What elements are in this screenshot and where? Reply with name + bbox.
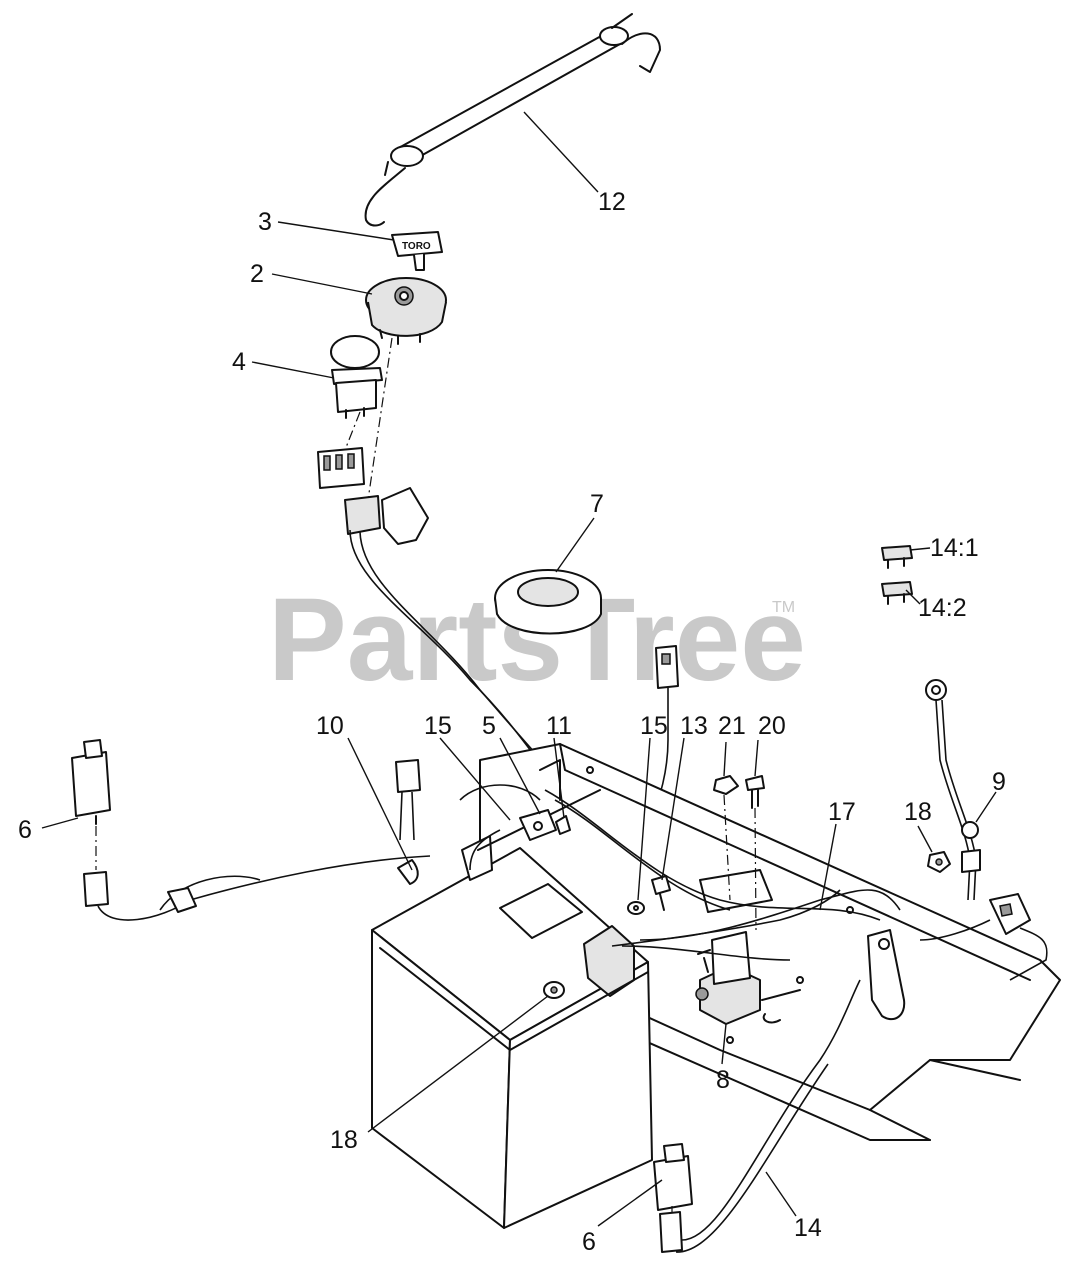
callout-20: 20 <box>758 712 786 740</box>
callout-14-2: 14:2 <box>918 594 967 622</box>
part-nut-21 <box>713 775 739 795</box>
part-right-connector <box>919 893 1048 981</box>
part-seat-switch-bottom <box>653 979 861 1253</box>
part-bolt-13 <box>651 875 671 911</box>
callout-15-left: 15 <box>424 712 452 740</box>
part-pto-switch <box>330 335 383 419</box>
callout-12: 12 <box>598 188 626 216</box>
part-fuse-2 <box>881 581 913 605</box>
callout-6-bottom: 6 <box>582 1228 596 1256</box>
callout-14: 14 <box>794 1214 822 1242</box>
part-nut-upper <box>927 851 951 873</box>
callout-11: 11 <box>546 712 572 740</box>
callout-7: 7 <box>590 490 604 518</box>
callout-3: 3 <box>258 208 272 236</box>
callout-18-upper: 18 <box>904 798 932 826</box>
part-fuse-1 <box>881 545 913 569</box>
watermark-trademark: TM <box>772 599 795 616</box>
callout-9: 9 <box>992 768 1006 796</box>
part-bracket <box>395 759 571 885</box>
part-connector-plug <box>317 447 429 545</box>
part-ground-cable <box>925 679 981 901</box>
part-rod-hook <box>364 13 661 227</box>
part-solenoid <box>695 931 761 1025</box>
callout-14-1: 14:1 <box>930 534 979 562</box>
key-brand-label: TORO <box>402 241 431 252</box>
callout-5: 5 <box>482 712 496 740</box>
part-ignition-switch <box>365 277 447 345</box>
callout-labels: 12 3 2 4 7 14:1 14:2 10 15 5 11 15 13 21… <box>18 188 1006 1256</box>
part-nut-lower <box>543 981 565 999</box>
part-hour-meter-cap <box>494 569 602 635</box>
callout-10: 10 <box>316 712 344 740</box>
part-bolt-20 <box>745 775 765 809</box>
callout-2: 2 <box>250 260 264 288</box>
callout-6-left: 6 <box>18 816 32 844</box>
part-seat-switch-left <box>71 739 431 921</box>
part-washer-15 <box>627 901 645 915</box>
callout-4: 4 <box>232 348 246 376</box>
part-ignition-key: TORO <box>391 231 443 271</box>
callout-18-lower: 18 <box>330 1126 358 1154</box>
callout-15-right: 15 <box>640 712 668 740</box>
callout-8: 8 <box>716 1066 730 1094</box>
callout-13: 13 <box>680 712 708 740</box>
callout-17: 17 <box>828 798 856 826</box>
part-meter-plug <box>649 645 679 821</box>
part-battery <box>371 847 653 1229</box>
callout-21: 21 <box>718 712 746 740</box>
leader-lines <box>41 111 997 1227</box>
